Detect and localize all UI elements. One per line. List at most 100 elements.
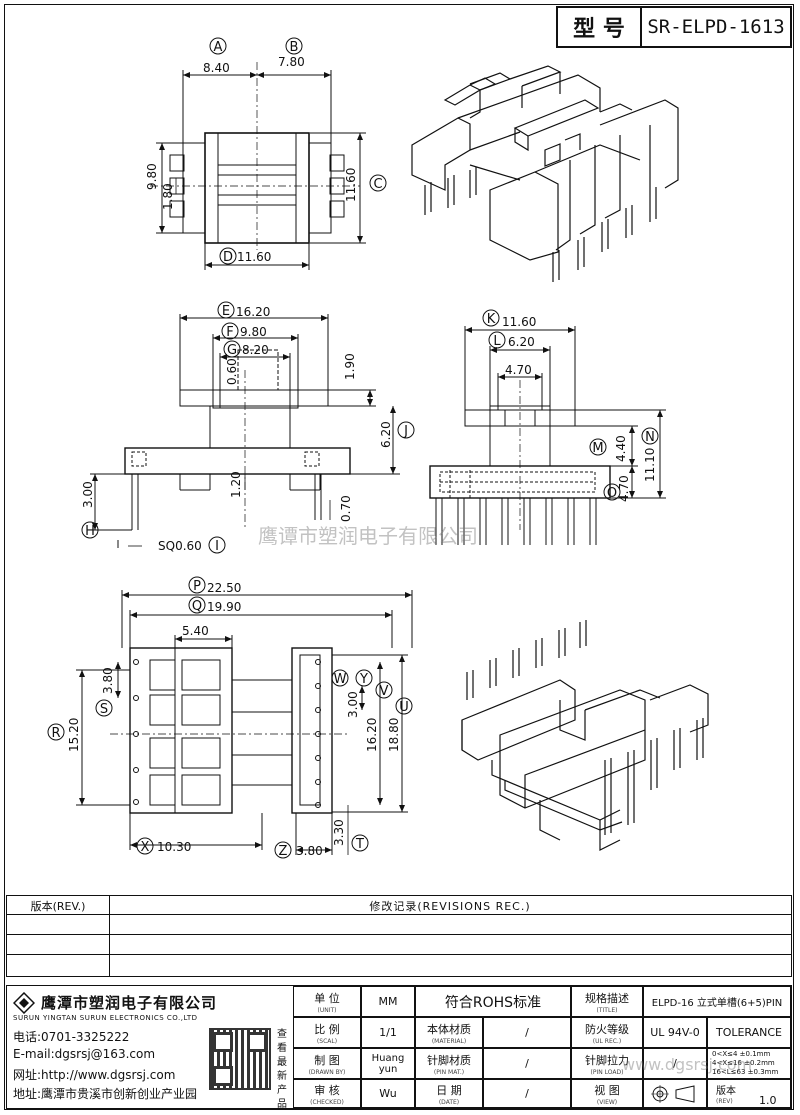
projection-symbol-icon bbox=[651, 1084, 695, 1103]
marker-r: R bbox=[47, 723, 65, 741]
ul-value-cell: UL 94V-0 bbox=[643, 1017, 707, 1048]
dim-w: 3.00 bbox=[346, 691, 360, 718]
marker-o: O bbox=[603, 483, 621, 501]
dim-e: 16.20 bbox=[236, 305, 270, 319]
marker-y: Y bbox=[355, 669, 373, 687]
pinload-value-cell: / bbox=[643, 1048, 707, 1079]
tolerance-cell: TOLERANCE bbox=[707, 1017, 791, 1048]
svg-text:Y: Y bbox=[359, 672, 368, 687]
marker-u: U bbox=[395, 697, 413, 715]
revision-col-divider bbox=[109, 896, 110, 976]
company-name-cn: 鹰潭市塑润电子有限公司 bbox=[41, 994, 218, 1012]
svg-text:F: F bbox=[226, 325, 233, 340]
pinmat-label-cell: 针脚材质(PIN MAT.) bbox=[415, 1048, 483, 1079]
svg-text:R: R bbox=[51, 726, 60, 741]
marker-b: B bbox=[285, 37, 303, 55]
date-value-cell: / bbox=[483, 1079, 571, 1108]
svg-text:H: H bbox=[85, 524, 95, 539]
marker-e: E bbox=[217, 301, 235, 319]
checked-label-cell: 审 核(CHECKED) bbox=[293, 1079, 361, 1108]
svg-text:D: D bbox=[223, 250, 233, 265]
svg-text:E: E bbox=[222, 304, 230, 319]
dim-m: 4.40 bbox=[614, 435, 628, 462]
svg-text:T: T bbox=[355, 837, 364, 852]
marker-i: I bbox=[208, 536, 226, 554]
rev-label: 版本(REV.) bbox=[30, 900, 86, 913]
revision-header-row bbox=[7, 896, 791, 915]
title-label-cell: 规格描述(TITLE) bbox=[571, 986, 643, 1017]
material-value-cell: / bbox=[483, 1017, 571, 1048]
svg-text:S: S bbox=[100, 702, 108, 717]
qr-caption: 查看最新产品 bbox=[277, 1029, 287, 1110]
svg-text:O: O bbox=[607, 486, 617, 501]
company-logo bbox=[12, 991, 36, 1015]
marker-a: A bbox=[209, 37, 227, 55]
marker-n: N bbox=[641, 427, 659, 445]
marker-l: L bbox=[488, 331, 506, 349]
ul-label-cell: 防火等级(UL REC.) bbox=[571, 1017, 643, 1048]
side-view bbox=[429, 326, 666, 545]
marker-d: D bbox=[219, 247, 237, 265]
dim-x: 10.30 bbox=[157, 840, 191, 854]
marker-j: J bbox=[397, 421, 415, 439]
svg-text:L: L bbox=[493, 334, 501, 349]
dim-j: 6.20 bbox=[379, 421, 393, 448]
dim-g: 8.20 bbox=[242, 343, 269, 357]
dim-n: 11.10 bbox=[643, 448, 657, 482]
drawing-frame bbox=[4, 4, 794, 1110]
svg-text:J: J bbox=[403, 424, 408, 439]
svg-text:V: V bbox=[380, 684, 389, 699]
dim-f: 9.80 bbox=[240, 325, 267, 339]
model-header: 型 号 SR-ELPD-1613 bbox=[556, 6, 792, 48]
dim-q: 19.90 bbox=[207, 600, 241, 614]
marker-c: C bbox=[369, 174, 387, 192]
dim-540: 5.40 bbox=[182, 624, 209, 638]
top-view bbox=[150, 62, 366, 270]
marker-q: Q bbox=[188, 596, 206, 614]
scale-value-cell: 1/1 bbox=[361, 1017, 415, 1048]
company-website: 网址:http://www.dgsrsj.com bbox=[13, 1068, 176, 1082]
dim-p: 22.50 bbox=[207, 581, 241, 595]
drawn-label-cell: 制 图(DRAWN BY) bbox=[293, 1048, 361, 1079]
marker-s: S bbox=[95, 699, 113, 717]
marker-m: M bbox=[589, 438, 607, 456]
projection-symbol-cell bbox=[643, 1079, 707, 1108]
dim-o: 4.70 bbox=[617, 475, 631, 502]
rev-record-label: 修改记录(REVISIONS REC.) bbox=[369, 900, 531, 913]
checked-value-cell: Wu bbox=[361, 1079, 415, 1108]
rohs-cell: 符合ROHS标准 bbox=[415, 986, 571, 1017]
svg-text:M: M bbox=[592, 441, 603, 456]
svg-text:N: N bbox=[645, 430, 655, 445]
marker-g: G bbox=[223, 340, 241, 358]
model-type-label: 型 号 bbox=[558, 8, 642, 46]
model-number: SR-ELPD-1613 bbox=[647, 16, 785, 38]
marker-f: F bbox=[221, 322, 239, 340]
pinload-label-cell: 针脚拉力(PIN LOAD) bbox=[571, 1048, 643, 1079]
revision-row-1 bbox=[7, 934, 791, 935]
marker-p: P bbox=[188, 576, 206, 594]
dim-070: 0.70 bbox=[339, 495, 353, 522]
date-label-cell: 日 期(DATE) bbox=[415, 1079, 483, 1108]
isometric-view-top bbox=[411, 65, 679, 282]
dim-190: 1.90 bbox=[343, 353, 357, 380]
material-label-cell: 本体材质(MATERIAL) bbox=[415, 1017, 483, 1048]
company-email: E-mail:dgsrsj@163.com bbox=[13, 1047, 156, 1061]
dim-a: 8.40 bbox=[203, 61, 230, 75]
svg-text:A: A bbox=[214, 40, 223, 55]
dim-v: 16.20 bbox=[365, 718, 379, 752]
svg-text:P: P bbox=[193, 579, 201, 594]
dim-060: 0.60 bbox=[225, 358, 239, 385]
unit-label-cell: 单 位(UNIT) bbox=[293, 986, 361, 1017]
watermark-url: www.dgsrsj.com bbox=[622, 1055, 753, 1074]
dim-i: SQ0.60 bbox=[158, 539, 202, 553]
svg-text:B: B bbox=[290, 40, 299, 55]
title-value-cell: ELPD-16 立式单槽(6+5)PIN bbox=[643, 986, 791, 1017]
dim-b: 7.80 bbox=[278, 55, 305, 69]
dim-980: 9.80 bbox=[145, 163, 159, 190]
isometric-view-bottom bbox=[461, 620, 709, 851]
marker-z: Z bbox=[274, 841, 292, 859]
svg-text:G: G bbox=[227, 343, 237, 358]
svg-text:C: C bbox=[373, 177, 382, 192]
rev-cell: 版本(REV) bbox=[707, 1079, 791, 1108]
